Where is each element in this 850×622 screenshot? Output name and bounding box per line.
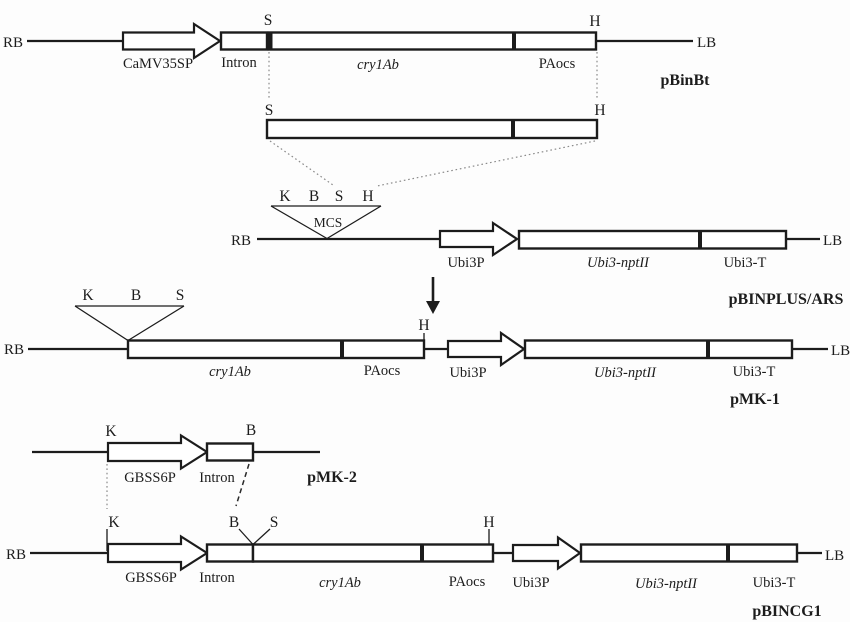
- ubi3t-label: Ubi3-T: [724, 255, 767, 271]
- mcs-site-k-label: K: [82, 287, 94, 304]
- mcs-triangle-left-side: [74, 305, 129, 342]
- fragment-box: [265, 118, 599, 140]
- intron-label: Intron: [199, 470, 235, 486]
- ubi3nptii-ubi3t-box: [579, 543, 799, 563]
- plasmid-name-pmk1: pMK-1: [730, 391, 780, 408]
- right-border-label: RB: [4, 342, 24, 358]
- down-arrow-head: [426, 301, 440, 314]
- camv35sp-label: CaMV35SP: [123, 56, 193, 72]
- plasmid-name-pbinbt: pBinBt: [661, 72, 711, 89]
- cry1ab-label: cry1Ab: [209, 364, 251, 380]
- down-arrow-icon: [426, 277, 440, 314]
- ubi3t-label: Ubi3-T: [753, 575, 796, 591]
- ubi3p-label: Ubi3P: [512, 575, 549, 591]
- ubi3nptii-label: Ubi3-nptII: [594, 365, 657, 381]
- site-h-label: H: [418, 317, 429, 334]
- row-pbinplus: K B S H MCS RB LB Ubi3P Ubi3-nptII Ubi3-…: [231, 188, 843, 308]
- cry1ab-label: cry1Ab: [319, 575, 361, 591]
- mcs-triangle-right-side: [127, 305, 185, 342]
- site-k-label: K: [108, 514, 120, 531]
- promoter-arrow-ubi3p: [438, 220, 519, 258]
- ubi3nptii-label: Ubi3-nptII: [587, 255, 650, 271]
- promoter-arrow-gbss6p: [106, 433, 210, 471]
- row-pmk1: K B S RB H LB cry1Ab PAocs Ubi3P Ubi3-np…: [4, 287, 850, 408]
- ubi3nptii-ubi3t-box: [517, 229, 788, 250]
- promoter-arrow-ubi3p: [446, 330, 526, 368]
- left-border-label: LB: [831, 343, 850, 359]
- paocs-label: PAocs: [364, 363, 401, 379]
- site-s-label: S: [264, 12, 273, 29]
- cry1ab-paocs-box: [126, 339, 426, 360]
- mcs-site-b-label: B: [309, 188, 319, 205]
- plasmid-name-pbincg1: pBINCG1: [752, 603, 821, 620]
- gbss6p-label: GBSS6P: [124, 470, 176, 486]
- mcs-site-b-label: B: [131, 287, 141, 304]
- promoter-arrow-ubi3p: [511, 535, 582, 571]
- cry1ab-paocs-box: [267, 31, 598, 51]
- dotted-connector-right: [376, 140, 596, 187]
- site-s-label: S: [270, 514, 279, 531]
- dotted-connector-left: [269, 140, 334, 186]
- ubi3p-label: Ubi3P: [447, 255, 484, 271]
- mcs-label: MCS: [314, 215, 343, 230]
- site-h-label: H: [589, 13, 600, 30]
- mcs-site-s-label: S: [335, 188, 344, 205]
- paocs-label: PAocs: [539, 56, 576, 72]
- cry1ab-paocs-box: [251, 543, 495, 563]
- promoter-arrow-gbss6p: [106, 534, 210, 572]
- cry1ab-label: cry1Ab: [357, 57, 399, 73]
- site-b-tick: [238, 528, 254, 545]
- left-border-label: LB: [825, 548, 844, 564]
- intron-box: [219, 31, 269, 51]
- site-b-label: B: [246, 422, 256, 439]
- left-border-label: LB: [823, 233, 842, 249]
- gbss6p-label: GBSS6P: [125, 570, 177, 586]
- row-sh-fragment: S H: [265, 102, 606, 187]
- mcs-site-h-label: H: [362, 188, 373, 205]
- site-s-label: S: [265, 102, 274, 119]
- row-pmk2: K B GBSS6P Intron pMK-2: [32, 422, 357, 509]
- ubi3t-label: Ubi3-T: [733, 364, 776, 380]
- site-h-label: H: [483, 514, 494, 531]
- ubi3p-label: Ubi3P: [449, 365, 486, 381]
- mcs-site-k-label: K: [279, 188, 291, 205]
- left-border-label: LB: [697, 35, 716, 51]
- right-border-label: RB: [3, 35, 23, 51]
- intron-box: [205, 543, 255, 563]
- intron-box: [205, 442, 255, 462]
- site-b-label: B: [229, 514, 239, 531]
- ubi3nptii-ubi3t-box: [523, 339, 794, 360]
- right-border-label: RB: [231, 233, 251, 249]
- ubi3nptii-label: Ubi3-nptII: [635, 576, 698, 592]
- mcs-triangle-right-side: [326, 205, 382, 240]
- intron-label: Intron: [199, 570, 235, 586]
- row-pbinbt: RB LB S H CaMV35SP Intron cry1Ab PAocs p…: [3, 12, 716, 89]
- plasmid-name-pbinplus: pBINPLUS/ARS: [729, 291, 844, 308]
- right-border-label: RB: [6, 547, 26, 563]
- mcs-triangle-left-side: [270, 205, 328, 240]
- dashed-connector-b: [235, 463, 250, 507]
- plasmid-name-pmk2: pMK-2: [307, 469, 357, 486]
- row-pbincg1: RB K B S H LB GBSS6P Intron cry1Ab PAocs…: [6, 514, 844, 620]
- paocs-label: PAocs: [449, 574, 486, 590]
- promoter-arrow-camv35sp: [121, 21, 223, 61]
- site-h-label: H: [594, 102, 605, 119]
- site-s-tick: [252, 528, 271, 545]
- intron-label: Intron: [221, 55, 257, 71]
- mcs-site-s-label: S: [176, 287, 185, 304]
- site-k-label: K: [105, 423, 117, 440]
